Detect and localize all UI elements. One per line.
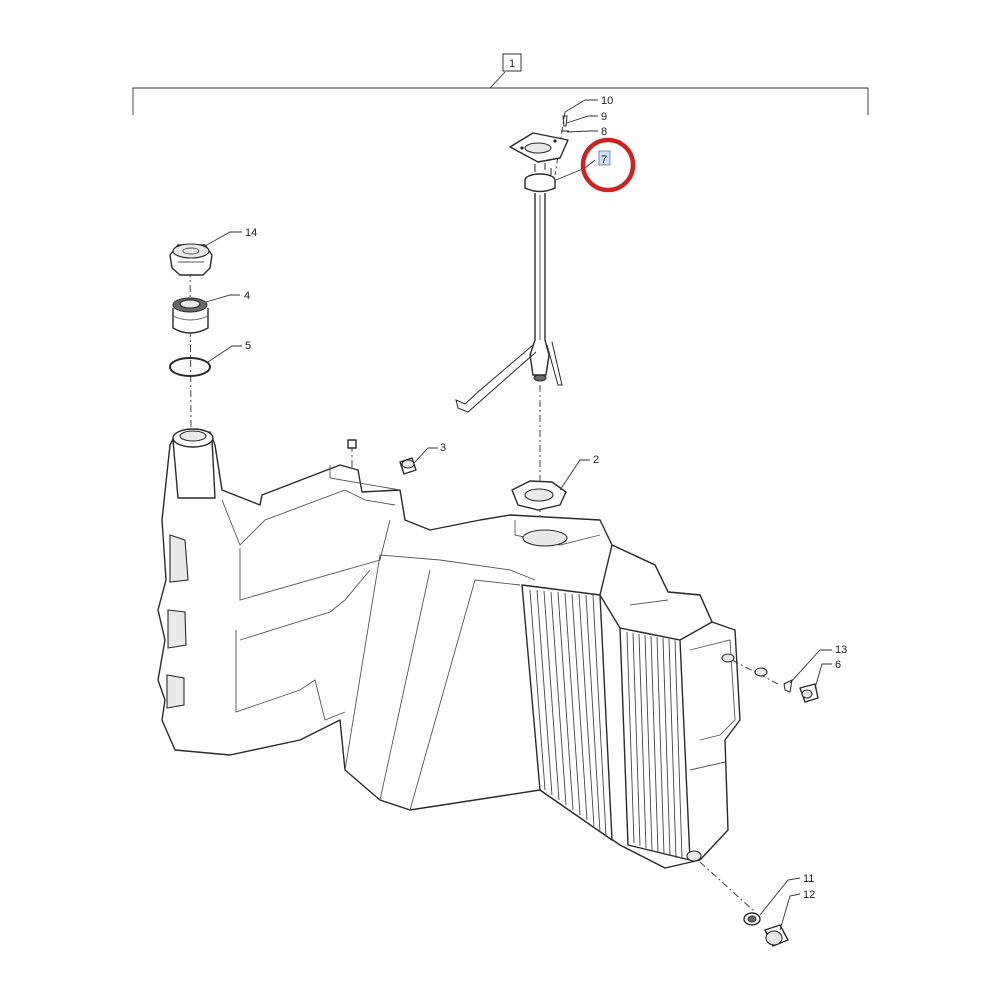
callout-4: 4	[244, 290, 250, 302]
part-side-fitting	[754, 667, 819, 703]
part-o-ring	[169, 357, 211, 377]
cooler-fins-left	[529, 589, 607, 837]
assembly-bracket: 1	[132, 53, 869, 115]
part-filler-adapter	[172, 297, 209, 334]
assembly-label: 1	[509, 58, 515, 70]
callout-3: 3	[440, 442, 446, 454]
leader-lines	[204, 99, 832, 931]
part-flange-plate	[509, 132, 569, 163]
callout-13: 13	[835, 644, 847, 656]
part-drain-plug	[743, 912, 789, 947]
highlight-circle	[580, 137, 636, 193]
fuel-tank	[157, 428, 741, 869]
part-mount-stud	[347, 439, 417, 475]
part-screws	[561, 115, 569, 132]
callout-10: 10	[601, 95, 613, 107]
callout-12: 12	[803, 889, 815, 901]
part-sender-unit	[455, 163, 563, 413]
callout-5: 5	[245, 340, 251, 352]
callout-14: 14	[245, 227, 257, 239]
callout-2: 2	[593, 454, 599, 466]
part-cap	[169, 243, 213, 276]
callout-7: 7	[601, 154, 607, 166]
part-gasket	[511, 480, 567, 511]
callout-labels: 14 4 5 3 2 10 9 8 7 13 6 11 12	[244, 95, 847, 901]
callout-11: 11	[803, 873, 814, 885]
cooler-fins-right	[626, 631, 683, 860]
callout-8: 8	[601, 126, 607, 138]
callout-9: 9	[601, 111, 607, 123]
callout-6: 6	[835, 659, 841, 671]
